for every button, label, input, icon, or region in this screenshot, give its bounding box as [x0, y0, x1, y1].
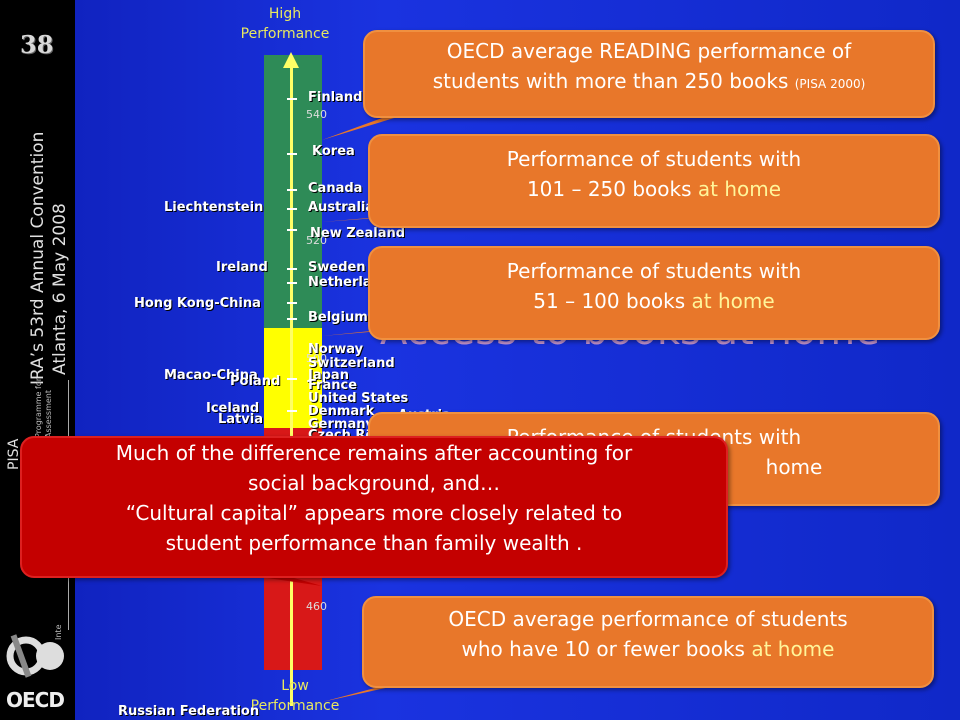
- country-liechtenstein: Liechtenstein: [164, 200, 264, 215]
- tick-mark: [287, 302, 297, 304]
- high-performance-label: High Performance: [240, 6, 330, 42]
- tick-500: 500: [306, 352, 327, 365]
- tick-mark: [287, 229, 297, 231]
- callout-text: “Cultural capital” appears more closely …: [125, 501, 623, 525]
- callout-text: at home: [697, 177, 782, 201]
- country-iceland: Iceland: [206, 401, 260, 416]
- oecd-logo-icon: [6, 634, 64, 678]
- callout-source: (PISA 2000): [794, 77, 866, 91]
- callout-text: social background, and…: [247, 471, 500, 495]
- country-new-zealand: New Zealand: [310, 226, 406, 241]
- callout-cultural-capital: Much of the difference remains after acc…: [20, 436, 728, 578]
- country-sweden: Sweden: [308, 260, 366, 275]
- sidebar: [0, 0, 75, 720]
- country-belgium: Belgium: [308, 310, 368, 325]
- low-performance-label: Low Performance: [250, 678, 340, 714]
- tick-mark: [287, 282, 297, 284]
- callout-text: OECD average performance of students: [448, 607, 848, 631]
- tick-540: 540: [306, 108, 327, 121]
- country-hong-kong: Hong Kong-China: [134, 296, 261, 311]
- tick-mark: [287, 410, 297, 412]
- callout-text: home: [765, 455, 823, 479]
- callout-text: 101 – 250 books: [526, 177, 692, 201]
- country-korea: Korea: [312, 144, 355, 159]
- country-japan: Japan: [308, 368, 349, 383]
- callout-text: Much of the difference remains after acc…: [115, 441, 633, 465]
- country-germany: Germany: [308, 417, 374, 432]
- country-russia: Russian Federation: [118, 704, 260, 719]
- axis-arrow-icon: [283, 52, 299, 68]
- tick-mark: [287, 153, 297, 155]
- callout-text: who have 10 or fewer books: [461, 637, 745, 661]
- country-united-states: United States: [308, 391, 409, 406]
- tick-mark: [287, 318, 297, 320]
- callout-more-than-250-books: OECD average READING performance of stud…: [363, 30, 935, 118]
- country-denmark: Denmark: [308, 404, 375, 419]
- callout-text: Performance of students with: [506, 147, 802, 171]
- country-australia: Australia: [308, 200, 375, 215]
- callout-101-250-books: Performance of students with 101 – 250 b…: [368, 134, 940, 228]
- country-macao: Macao-China: [164, 368, 258, 383]
- callout-10-or-fewer-books: OECD average performance of students who…: [362, 596, 934, 688]
- tick-mark: [287, 208, 297, 210]
- callout-text: 51 – 100 books: [533, 289, 686, 313]
- tick-520: 520: [306, 234, 327, 247]
- callout-51-100-books: Performance of students with 51 – 100 bo…: [368, 246, 940, 340]
- callout-text: at home: [751, 637, 835, 661]
- performance-axis: [290, 66, 293, 706]
- callout-text: OECD average READING performance of: [446, 39, 852, 63]
- country-switzerland: Switzerland: [308, 356, 395, 371]
- tick-460: 460: [306, 600, 327, 613]
- country-canada: Canada: [308, 181, 363, 196]
- tick-mark: [287, 98, 297, 100]
- tick-mark: [287, 268, 297, 270]
- callout-text: student performance than family wealth .: [165, 531, 583, 555]
- country-ireland: Ireland: [216, 260, 268, 275]
- callout-text: Performance of students with: [506, 259, 802, 283]
- tick-mark: [287, 189, 297, 191]
- tick-mark: [287, 378, 297, 380]
- country-france: France: [308, 378, 358, 393]
- country-finland: Finland: [308, 90, 363, 105]
- slide-number: 38: [20, 30, 54, 59]
- country-norway: Norway: [308, 342, 364, 357]
- callout-text: at home: [691, 289, 775, 313]
- country-latvia: Latvia: [218, 412, 263, 427]
- oecd-logo-text: OECD: [6, 688, 65, 712]
- country-poland: Poland: [230, 374, 281, 389]
- callout-text: students with more than 250 books: [432, 69, 789, 93]
